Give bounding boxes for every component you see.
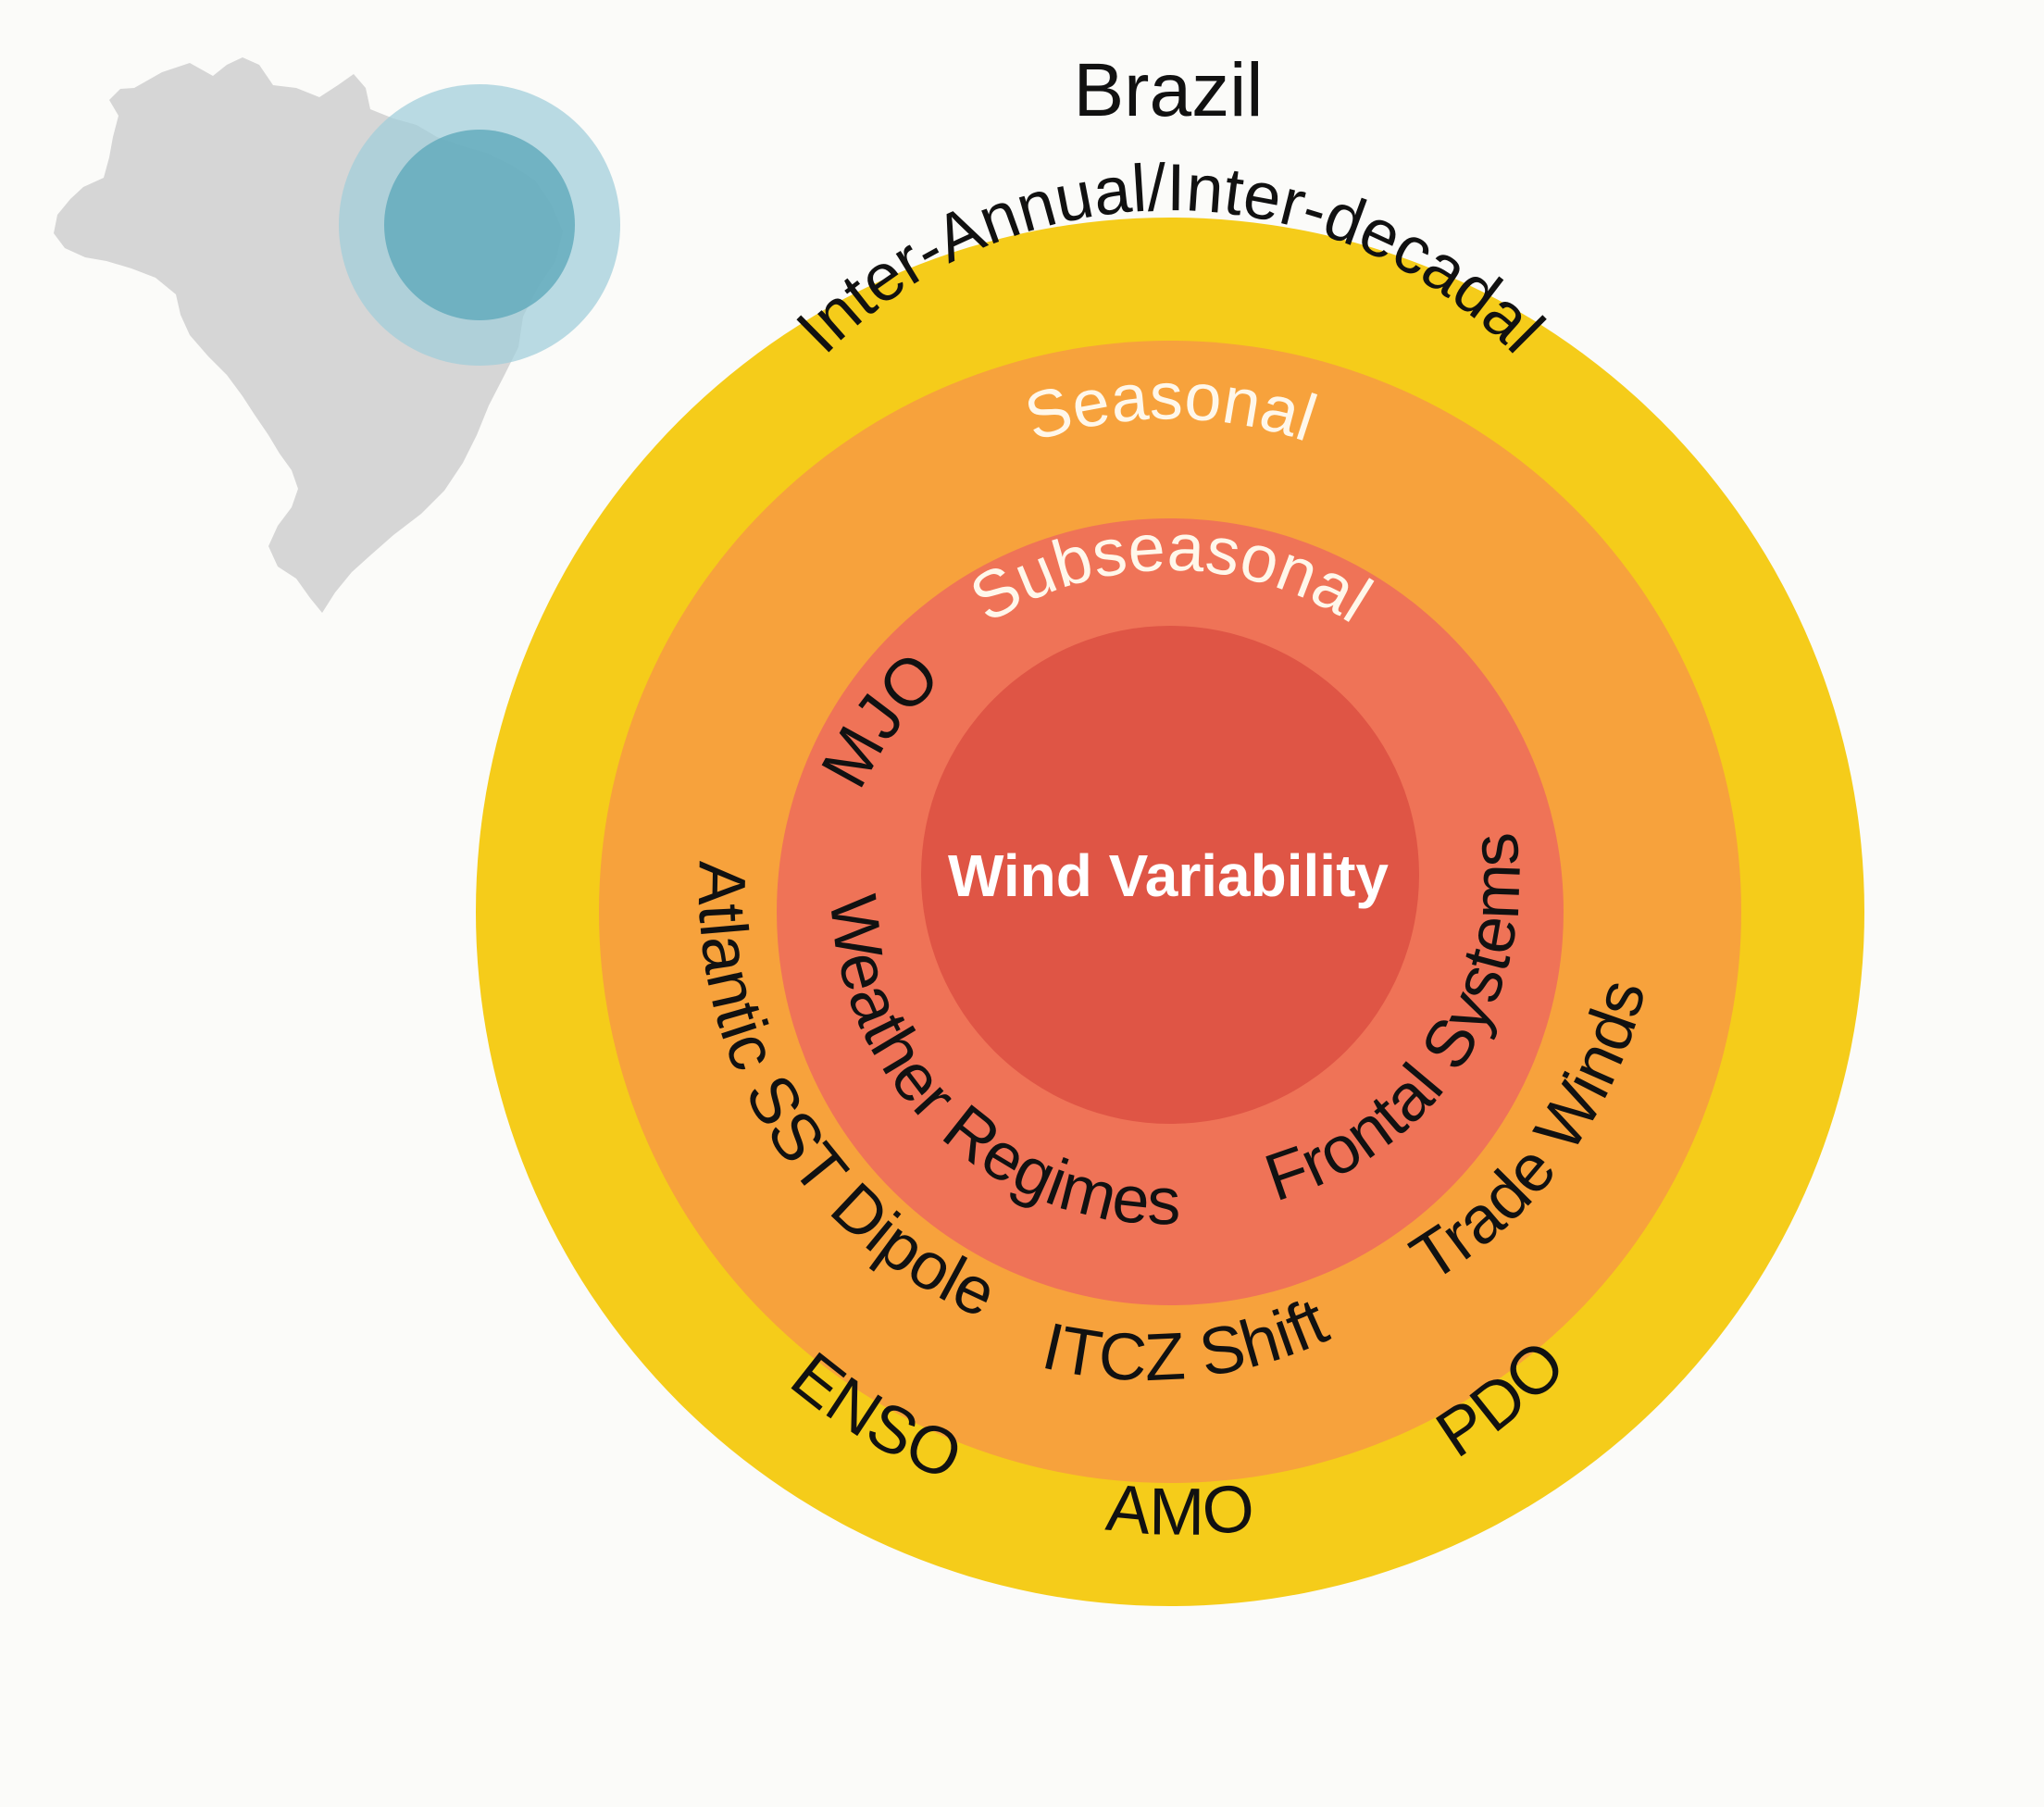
amo-label-path: AMO bbox=[1103, 1471, 1258, 1550]
core-circle bbox=[921, 626, 1419, 1124]
brazil-map-icon bbox=[54, 57, 620, 613]
northeast-brazil-highlight-inner bbox=[384, 130, 575, 320]
amo-label: AMO bbox=[1103, 1471, 1258, 1550]
map-title: Brazil bbox=[1073, 48, 1263, 132]
center-label: Wind Variability bbox=[948, 842, 1389, 909]
